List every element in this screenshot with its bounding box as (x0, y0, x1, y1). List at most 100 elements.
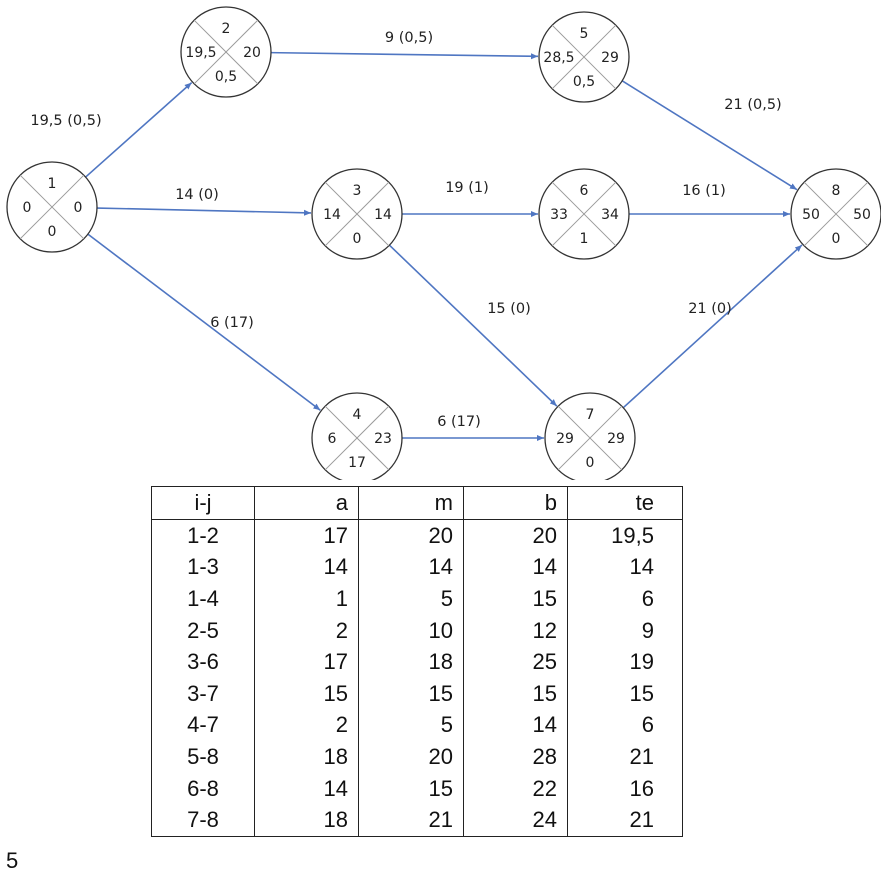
table-cell: 5 (358, 583, 464, 615)
edge-label-2-5: 9 (0,5) (385, 30, 433, 46)
table-cell: 7-8 (151, 804, 255, 837)
node-late-time: 29 (607, 431, 625, 447)
table-cell: 16 (567, 772, 683, 805)
table-cell: 18 (254, 741, 359, 773)
table-cell: 2 (254, 614, 359, 647)
node-slack: 1 (580, 231, 589, 247)
node-early-time: 6 (328, 431, 337, 447)
edge-label-7-8: 21 (0) (688, 301, 732, 317)
node-number: 6 (580, 183, 589, 199)
node-divider (193, 19, 259, 85)
node-late-time: 29 (601, 50, 619, 66)
col-header-te: te (567, 486, 683, 520)
table-cell: 1-4 (151, 583, 255, 615)
table-cell: 6 (567, 583, 683, 615)
table-cell: 14 (254, 551, 359, 584)
table-cell: 25 (463, 646, 568, 678)
edge-arrow-1-2 (85, 82, 193, 178)
node-slack: 0 (832, 231, 841, 247)
table-cell: 20 (358, 519, 464, 552)
edge-arrow-2-5 (270, 51, 539, 60)
table-cell: 5-8 (151, 741, 255, 773)
table-cell: 15 (358, 677, 464, 710)
table-cell: 2 (254, 709, 359, 742)
table-cell: 2-5 (151, 614, 255, 647)
node-divider (551, 24, 617, 90)
table-cell: 6 (567, 709, 683, 742)
edge-label-3-6: 19 (1) (445, 180, 489, 196)
node-divider (803, 181, 869, 247)
table-cell: 14 (463, 709, 568, 742)
table-cell: 15 (358, 772, 464, 805)
node-early-time: 28,5 (543, 50, 574, 66)
edge-arrow-3-7 (388, 244, 558, 407)
table-cell: 1-3 (151, 551, 255, 584)
node-slack: 0 (48, 224, 57, 240)
table-cell: 14 (567, 551, 683, 584)
table-cell: 3-6 (151, 646, 255, 678)
node-early-time: 0 (23, 200, 32, 216)
table-cell: 4-7 (151, 709, 255, 742)
table-cell: 6-8 (151, 772, 255, 805)
node-number: 4 (353, 407, 362, 423)
table-cell: 18 (358, 646, 464, 678)
table-cell: 12 (463, 614, 568, 647)
node-divider (19, 174, 85, 240)
table-cell: 1 (254, 583, 359, 615)
table-cell: 20 (358, 741, 464, 773)
edge-label-1-2: 19,5 (0,5) (30, 113, 101, 129)
edge-arrow-1-3 (96, 207, 312, 216)
edge-label-1-3: 14 (0) (175, 187, 219, 203)
node-number: 3 (353, 183, 362, 199)
node-divider (557, 405, 623, 471)
node-divider (324, 181, 390, 247)
edge-label-4-7: 6 (17) (437, 414, 481, 430)
table-cell: 20 (463, 519, 568, 552)
table-header-row: i-j a m b te (151, 486, 683, 520)
node-number: 1 (48, 176, 57, 192)
edge-arrow-7-8 (622, 244, 803, 409)
node-slack: 0 (353, 231, 362, 247)
col-header-b: b (463, 486, 568, 520)
table-cell: 5 (358, 709, 464, 742)
table-cell: 17 (254, 646, 359, 678)
table-cell: 1-2 (151, 519, 255, 552)
node-number: 5 (580, 26, 589, 42)
node-early-time: 33 (550, 207, 568, 223)
table-cell: 18 (254, 804, 359, 837)
table-cell: 21 (567, 804, 683, 837)
table-cell: 17 (254, 519, 359, 552)
table-cell: 21 (358, 804, 464, 837)
node-number: 8 (832, 183, 841, 199)
node-slack: 0 (586, 455, 595, 471)
node-late-time: 20 (243, 45, 261, 61)
table-cell: 15 (254, 677, 359, 710)
table-cell: 9 (567, 614, 683, 647)
table-cell: 10 (358, 614, 464, 647)
node-late-time: 14 (374, 207, 392, 223)
col-header-m: m (358, 486, 464, 520)
edge-label-5-8: 21 (0,5) (724, 97, 781, 113)
edge-label-1-4: 6 (17) (210, 315, 254, 331)
edge-label-3-7: 15 (0) (487, 301, 531, 317)
table-cell: 15 (463, 677, 568, 710)
node-early-time: 19,5 (185, 45, 216, 61)
table-cell: 19 (567, 646, 683, 678)
node-divider (551, 181, 617, 247)
node-early-time: 50 (802, 207, 820, 223)
col-header-a: a (254, 486, 359, 520)
